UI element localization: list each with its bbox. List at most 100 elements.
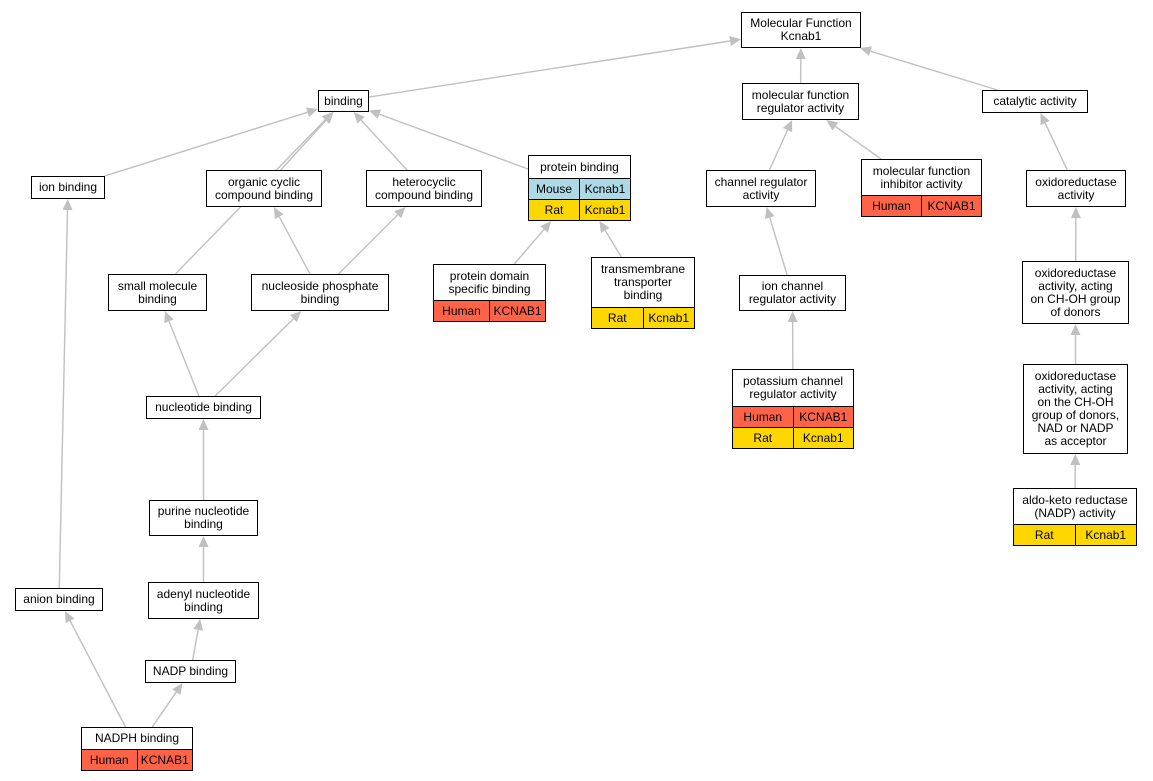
gene-cell[interactable]: KCNAB1 [921,196,981,216]
arrowhead-icon [1070,324,1081,335]
species-cell: Rat [607,311,627,325]
arrowhead-icon [273,207,284,220]
node-label: Molecular Function Kcnab1 [750,16,852,43]
node-label: transmembrane transporter binding [600,262,686,302]
node-label: protein binding [540,159,619,174]
arrowhead-icon [306,107,318,118]
arrowhead-icon [289,311,302,323]
node-catalytic-activity[interactable]: catalytic activity [982,90,1088,113]
node-molecular-function-regulator-activity[interactable]: molecular function regulator activity [742,83,859,120]
node-anion-binding[interactable]: anion binding [15,588,103,611]
arrowhead-icon [826,120,839,131]
arrowhead-icon [198,419,209,430]
node-nucleoside-phosphate-binding[interactable]: nucleoside phosphate binding [251,274,389,311]
arrowhead-icon [62,199,73,211]
node-adenyl-nucleotide-binding[interactable]: adenyl nucleotide binding [148,582,259,619]
edge-nadp_binding-to-adenyl_nucleotide [191,629,199,661]
edge-nucleotide-to-nucleoside_phosphate [214,318,294,397]
node-label: ion binding [38,180,98,194]
node-label: catalytic activity [993,94,1077,108]
node-label: channel regulator activity [714,174,808,202]
arrowhead-icon [787,311,798,323]
arrowhead-icon [193,619,204,631]
arrowhead-icon [795,48,806,60]
edge-channel_regulator-to-mf_regulator [768,129,789,171]
node-label: NADP binding [152,664,229,678]
edge-nucleotide-to-small_molecule [168,320,200,397]
node-small-molecule-binding[interactable]: small molecule binding [108,274,207,311]
node-label: binding [324,93,363,108]
node-channel-regulator-activity[interactable]: channel regulator activity [706,170,816,207]
gene-cell[interactable]: Kcnab1 [1074,525,1137,545]
gene-cell[interactable]: KCNAB1 [792,407,854,427]
node-binding[interactable]: binding [318,90,369,112]
node-heterocyclic-compound-binding[interactable]: heterocyclic compound binding [366,170,482,207]
arrowhead-icon [172,683,183,695]
gene-cell[interactable]: Kcnab1 [792,428,854,448]
node-oxidoreductase-activity[interactable]: oxidoreductase activity [1026,170,1126,207]
arrowhead-icon [198,536,209,547]
annotation-row-mouse: Mouse Kcnab1 [529,178,630,199]
species-cell: Human [89,753,129,767]
gene-cell[interactable]: Kcnab1 [579,200,630,220]
edge-nadph_binding-to-nadp_binding [151,691,177,728]
arrowhead-icon [764,207,775,219]
species-cell: Human [442,304,481,318]
edge-ion_binding-to-binding [104,111,308,177]
species-cell: Rat [544,203,564,217]
edge-anion_binding-to-ion_binding [58,209,69,589]
arrowhead-icon [540,221,552,233]
gene-cell[interactable]: Kcnab1 [579,179,630,199]
gene-cell[interactable]: KCNAB1 [489,301,545,321]
arrowhead-icon [1040,113,1050,126]
annotation-row-human: Human KCNAB1 [862,195,981,216]
edge-transmembrane-to-protein_binding [604,230,622,258]
edge-heterocyclic-to-binding [360,119,408,171]
node-label: nucleotide binding [155,400,252,414]
node-ion-binding[interactable]: ion binding [31,176,105,199]
node-nadp-binding[interactable]: NADP binding [145,660,236,683]
species-cell: Mouse [535,182,573,196]
species-cell: Human [743,410,783,424]
node-purine-nucleotide-binding[interactable]: purine nucleotide binding [149,500,258,536]
arrowhead-icon [321,112,333,124]
species-cell: Rat [753,431,773,445]
node-nucleotide-binding[interactable]: nucleotide binding [146,396,261,419]
node-organic-cyclic-compound-binding[interactable]: organic cyclic compound binding [206,170,322,207]
node-ion-channel-regulator-activity[interactable]: ion channel regulator activity [739,275,846,311]
node-label: adenyl nucleotide binding [156,586,251,614]
edge-nadph_binding-to-anion_binding [69,620,127,728]
arrowhead-icon [729,36,741,46]
node-label: ion channel regulator activity [748,279,837,306]
edge-nucleoside_phosphate-to-heterocyclic [338,214,399,275]
gene-cell[interactable]: Kcnab1 [642,308,695,328]
arrowhead-icon [783,120,793,133]
annotation-row-rat: Rat Kcnab1 [592,307,694,328]
node-molecular-function-root[interactable]: Molecular Function Kcnab1 [741,12,861,48]
gene-cell[interactable]: KCNAB1 [136,750,193,770]
species-cell: Human [872,199,911,213]
annotation-row-human: Human KCNAB1 [82,749,192,770]
node-oxidoreductase-chOH-donors[interactable]: oxidoreductase activity, acting on CH-OH… [1022,261,1129,324]
node-oxidoreductase-nad-nadp-acceptor[interactable]: oxidoreductase activity, acting on the C… [1023,364,1128,454]
node-label: purine nucleotide binding [157,504,250,531]
arrowhead-icon [353,112,365,124]
node-label: anion binding [23,592,95,606]
edge-organic_cyclic-to-binding [280,119,327,171]
node-label: aldo-keto reductase (NADP) activity [1022,492,1128,520]
edge-ion_channel_reg-to-channel_regulator [769,217,788,276]
node-label: small molecule binding [117,278,198,306]
annotation-row-human: Human KCNAB1 [434,300,545,321]
arrowhead-icon [369,109,382,119]
node-label: nucleoside phosphate binding [261,278,379,306]
node-label: molecular function inhibitor activity [872,163,971,191]
